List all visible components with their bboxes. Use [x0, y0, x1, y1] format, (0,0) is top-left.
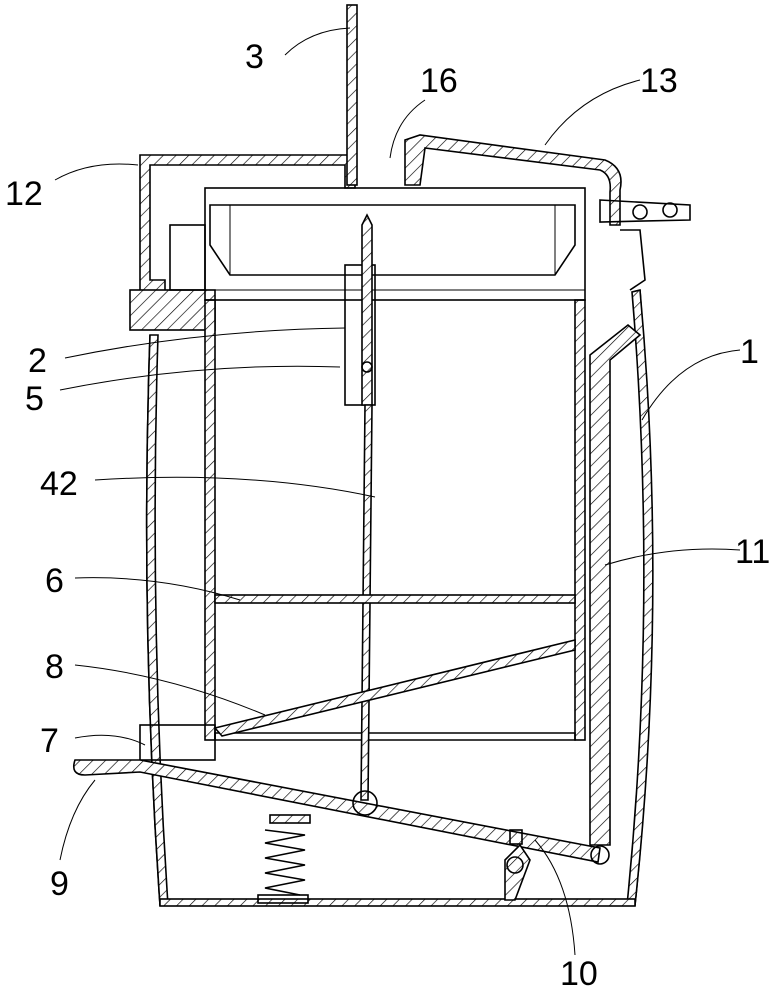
- rod-3: [346, 4, 358, 186]
- label-16: 16: [420, 62, 458, 100]
- label-42: 42: [40, 465, 78, 503]
- label-1: 1: [740, 333, 759, 371]
- label-7: 7: [40, 722, 59, 760]
- plate-6: [214, 594, 576, 604]
- label-2: 2: [28, 342, 47, 380]
- leader-lines: [54, 27, 741, 956]
- rod-assembly-2: [344, 213, 376, 801]
- label-8: 8: [45, 648, 64, 686]
- label-3: 3: [245, 38, 264, 76]
- label-12: 12: [5, 175, 43, 213]
- plate-8: [213, 638, 576, 737]
- spring: [257, 814, 311, 904]
- label-5: 5: [25, 380, 44, 418]
- pedal-lever: [72, 759, 610, 901]
- housing-12: [129, 154, 356, 331]
- label-10: 10: [560, 955, 598, 993]
- inner-cup: [204, 187, 586, 741]
- label-13: 13: [640, 62, 678, 100]
- label-11: 11: [735, 533, 770, 571]
- label-6: 6: [45, 562, 64, 600]
- wall-11: [589, 323, 642, 846]
- label-9: 9: [50, 865, 69, 903]
- lid-13: [404, 134, 691, 291]
